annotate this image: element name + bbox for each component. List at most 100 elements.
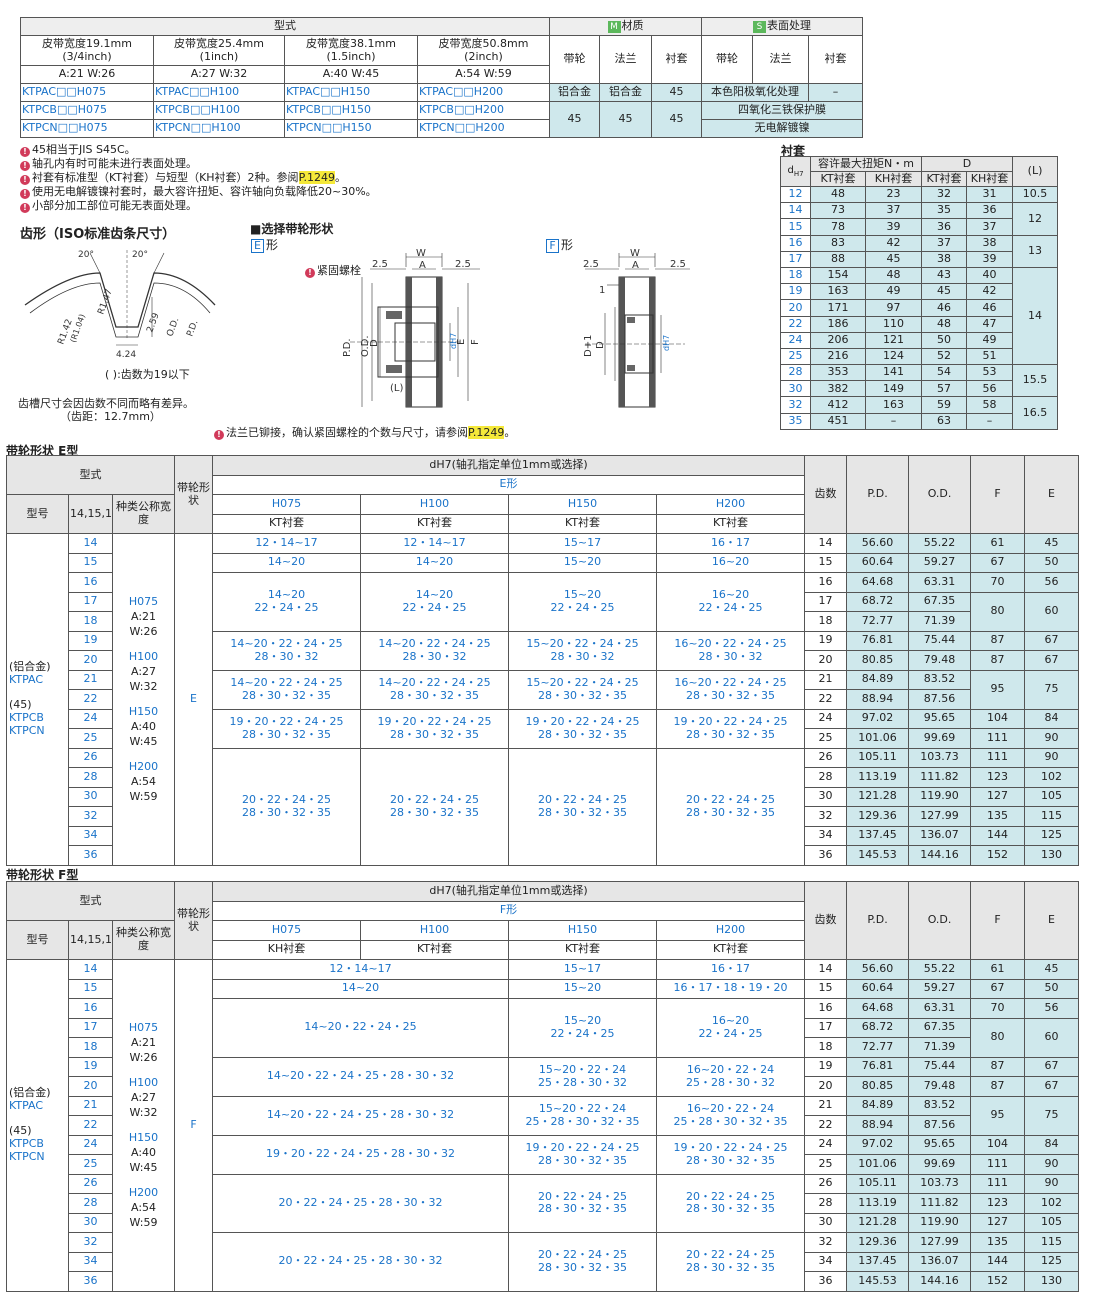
material-header-label: 材质 [621,19,644,32]
f-value: 67 [970,552,1026,573]
pd-value: 101.06 [846,728,910,749]
tooth-foot-2: （齿距：12.7mm） [60,410,161,423]
part-code[interactable]: KTPAC□□H100 [153,83,285,102]
size-col-H150: H150 [508,494,658,515]
part-code[interactable]: KTPCB□□H150 [284,101,418,120]
bore-range-line: 28・30・32・35 [242,727,332,741]
sub-header-5: 衬套 [807,35,864,84]
kind-header: 种类公称宽度 [111,920,176,960]
pd-value: 105.11 [846,747,910,768]
teeth-cell: 28 [68,1193,113,1214]
belt-width-label: 皮带宽度50.8mm [438,36,529,50]
od-label: O.D. [165,316,181,338]
shape-e-text: 形 [266,238,279,252]
model-line: KTPAC [9,672,44,686]
teeth-cell: 24 [68,1134,113,1155]
kind-line: A:54 [130,775,157,789]
belt-dims-3: A:54 W:59 [417,65,550,84]
size-col-H150: H150 [508,920,658,941]
f-value: 144 [970,1251,1026,1272]
part-code[interactable]: KTPCB□□H200 [417,101,550,120]
material-cell: 45 [651,83,702,102]
bore-range-merged: 20・22・24・25・28・30・32 [212,1173,510,1233]
bushing-value: 35 [921,202,968,220]
pd-value: 72.77 [846,611,910,632]
bushing-value: 141 [864,364,923,382]
model-line: KTPAC [9,1098,44,1112]
teeth-cell: 25 [68,728,113,749]
tooth-profile-title: 齿形（ISO标准齿条尺寸） [20,227,176,242]
model-line: KTPCB [9,710,44,724]
bushing-length: 15.5 [1012,364,1059,398]
dim-25-left: 2.5 [372,259,388,270]
bore-range-line: 20・22・24・25 [390,792,480,806]
f-value: 127 [970,786,1026,807]
e-value: 75 [1024,1095,1080,1136]
sub-header-1: 法兰 [599,35,652,84]
belt-width-inch: (3/4inch) [62,49,112,63]
pd-value: 121.28 [846,786,910,807]
right-teeth: 36 [804,845,848,866]
bushing-bore: 19 [780,283,811,301]
part-code[interactable]: KTPCN□□H200 [417,119,550,138]
f-dim-w: W [630,248,640,259]
part-code[interactable]: KTPCB□□H100 [153,101,285,120]
bore-range-merged: 14~20 [212,978,510,999]
teeth-cell: 15 [68,978,113,999]
bore-range: 12・14~17 [212,533,362,554]
angle-left: 20° [78,250,94,260]
part-code[interactable]: KTPCB□□H075 [20,101,154,120]
teeth-cell: 18 [68,611,113,632]
e-value: 67 [1024,1076,1080,1097]
part-code[interactable]: KTPAC□□H075 [20,83,154,102]
f-value: 70 [970,998,1026,1019]
od-value: 144.16 [908,1271,972,1292]
f-value: 135 [970,1232,1026,1253]
right-teeth: 30 [804,1212,848,1233]
bore-range-line: 20・22・24・25 [538,792,628,806]
right-teeth: 19 [804,630,848,651]
e-value: 130 [1024,845,1080,866]
right-teeth: 19 [804,1056,848,1077]
right-header-f: F [970,455,1026,534]
shape-f-text: 形 [561,238,574,252]
bushing-value: 32 [921,185,968,204]
bore-range-line: 15~20 [563,981,602,995]
od-value: 136.07 [908,825,972,846]
part-code[interactable]: KTPAC□□H200 [417,83,550,102]
part-code[interactable]: KTPCN□□H075 [20,119,154,138]
e-value: 56 [1024,572,1080,593]
kind-line: A:27 [130,1091,157,1105]
bore-range: 16・17 [656,959,806,980]
model-line: KTPCB [9,1136,44,1150]
note-ref-link[interactable]: P.1249 [298,171,335,184]
bore-range-line: 19・20・22・24・25 [673,1140,788,1154]
bushing-value: 23 [864,185,923,204]
f-value: 104 [970,1134,1026,1155]
bushing-value: 38 [921,250,968,268]
bushing-value: 54 [921,364,968,382]
e-value: 115 [1024,806,1080,827]
right-teeth: 21 [804,1095,848,1116]
od-value: 59.27 [908,978,972,999]
screw-label: !紧固螺栓 [305,262,361,278]
bushing-value: 97 [864,299,923,317]
bore-range-line: 14~20・22・24・25 [230,675,343,689]
part-code[interactable]: KTPCN□□H150 [284,119,418,138]
teeth-cell: 19 [68,630,113,651]
shape-f-box: F [546,239,559,253]
od-value: 55.22 [908,533,972,554]
teeth-cell: 30 [68,786,113,807]
belt-width-0: 皮带宽度19.1mm(3/4inch) [20,35,154,66]
model-header: 型号 [6,920,69,960]
flange-ref-link[interactable]: P.1249 [468,426,505,439]
bushing-value: 42 [864,234,923,252]
right-teeth: 17 [804,1017,848,1038]
part-code[interactable]: KTPAC□□H150 [284,83,418,102]
part-code[interactable]: KTPCN□□H100 [153,119,285,138]
bushing-bore: 30 [780,380,811,398]
bore-range-line: 14~20・22・24・25 [304,1020,417,1034]
